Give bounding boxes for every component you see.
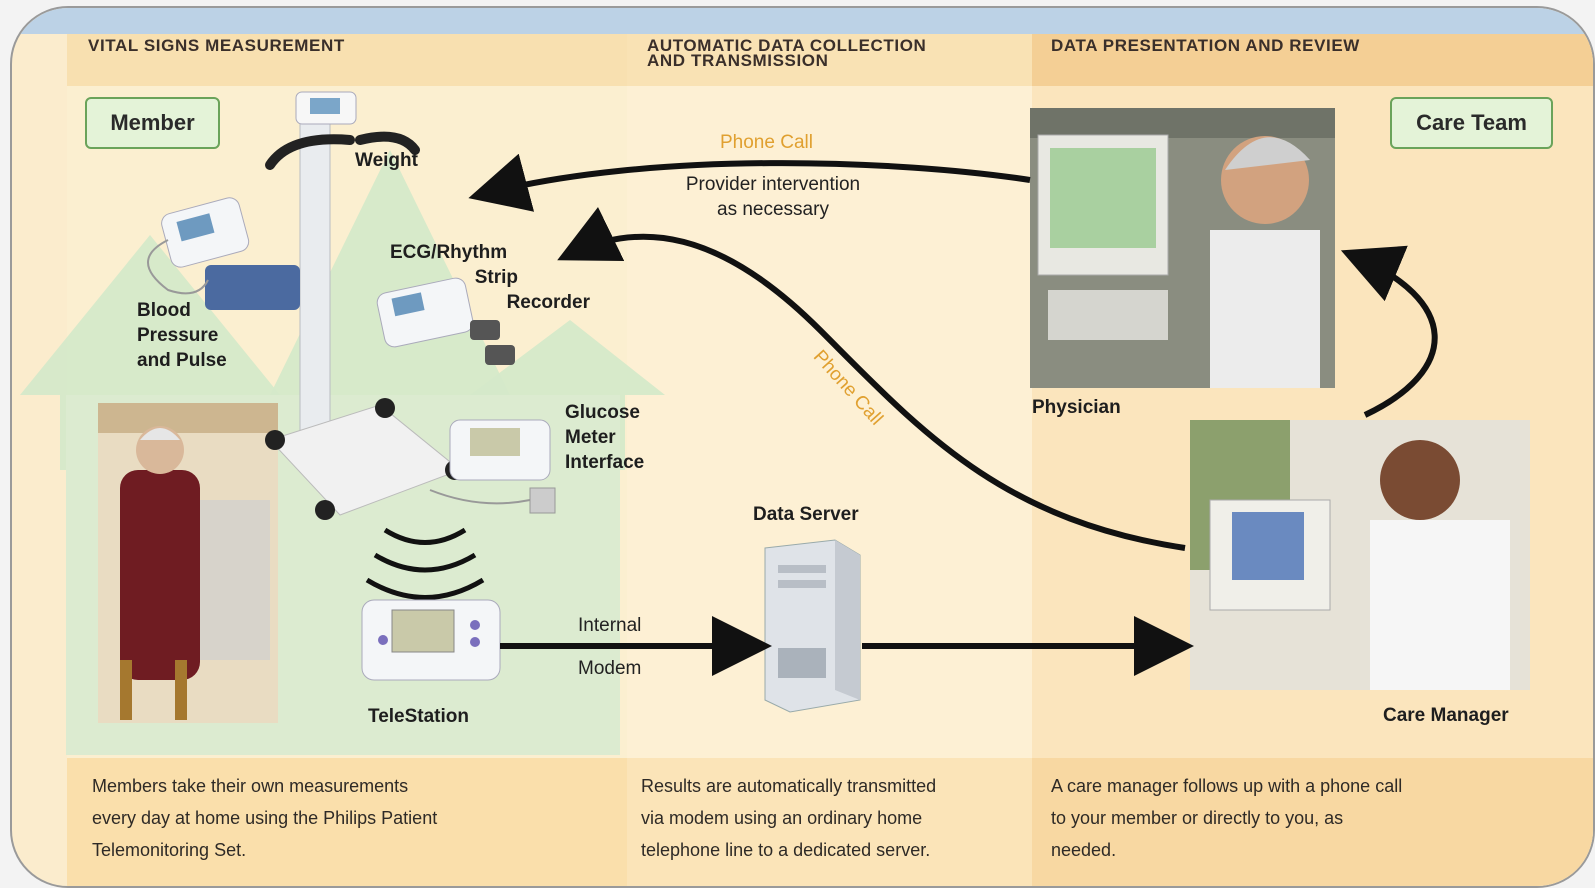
physician-label: Physician	[1032, 397, 1121, 418]
wireless-waves-icon	[365, 527, 485, 600]
footer-vital-signs: Members take their own measurements ever…	[92, 776, 438, 860]
ecg-device	[376, 277, 515, 365]
member-photo	[98, 403, 278, 723]
glucose-label: Glucose Meter Interface	[565, 402, 645, 473]
care-team-callout: Care Team	[1390, 97, 1553, 149]
weight-label: Weight	[355, 150, 418, 171]
ecg-label: ECG/Rhythm Strip Recorder	[390, 242, 590, 313]
flow-arrows	[468, 153, 1438, 676]
internal-label: Internal	[578, 615, 642, 636]
telestation-device	[361, 599, 501, 681]
modem-label: Modem	[578, 658, 642, 679]
weight-scale	[265, 91, 465, 520]
data-server-icon	[764, 539, 861, 713]
footer-data-presentation: A care manager follows up with a phone c…	[1051, 776, 1403, 860]
telestation-label: TeleStation	[368, 706, 469, 727]
glucose-device	[429, 419, 556, 514]
header-data-collection: AUTOMATIC DATA COLLECTION AND TRANSMISSI…	[647, 36, 927, 70]
member-callout: Member	[85, 97, 220, 149]
phone-call-top-label: Phone Call	[720, 132, 813, 153]
care-manager-photo	[1190, 420, 1530, 690]
header-vital-signs: VITAL SIGNS MEASUREMENT	[88, 36, 345, 55]
footer-data-collection: Results are automatically transmitted vi…	[641, 776, 937, 860]
provider-intervention-label: Provider intervention as necessary	[685, 174, 861, 220]
blood-pressure-label: Blood Pressure and Pulse	[137, 300, 227, 371]
care-manager-label: Care Manager	[1383, 705, 1509, 726]
blood-pressure-device	[147, 197, 300, 310]
physician-photo	[1030, 108, 1335, 388]
top-band	[12, 8, 1593, 34]
data-server-label: Data Server	[753, 504, 859, 525]
header-data-presentation: DATA PRESENTATION AND REVIEW	[1051, 36, 1360, 55]
